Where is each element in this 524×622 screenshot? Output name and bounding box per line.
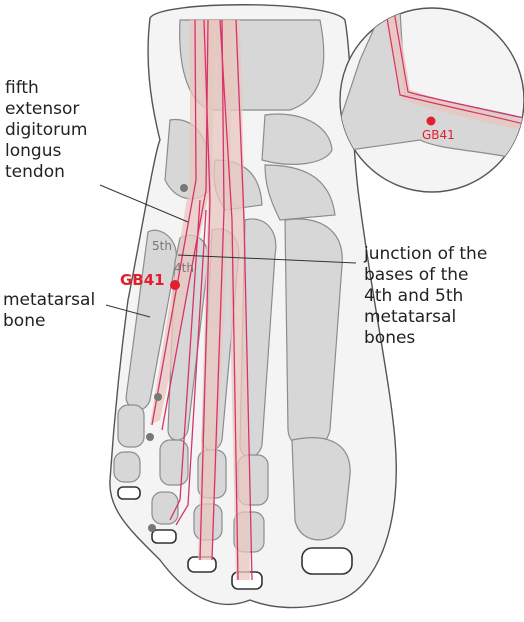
- fifth-tendon-label: fifth extensor digitorum longus tendon: [5, 78, 88, 182]
- gb41-inset-point: [426, 116, 436, 126]
- inset-view: [339, 7, 524, 193]
- toenails: [117, 486, 353, 590]
- cuneiform-bone-1: [264, 164, 336, 221]
- gb41-point: [170, 280, 180, 290]
- neighbor-acupoints: [146, 184, 188, 532]
- metatarsal-label: metatarsal bone: [3, 290, 96, 331]
- leader-lines: [99, 184, 357, 318]
- fifth-metatarsal-tag: 5th: [152, 239, 172, 253]
- navicular-bone: [261, 113, 333, 165]
- gb41-label: GB41: [120, 271, 165, 289]
- fourth-metatarsal-tag: 4th: [174, 261, 194, 275]
- extensor-tendons: [150, 19, 253, 581]
- gb41-inset-label: GB41: [422, 128, 455, 142]
- junction-label: junction of the bases of the 4th and 5th…: [364, 244, 488, 348]
